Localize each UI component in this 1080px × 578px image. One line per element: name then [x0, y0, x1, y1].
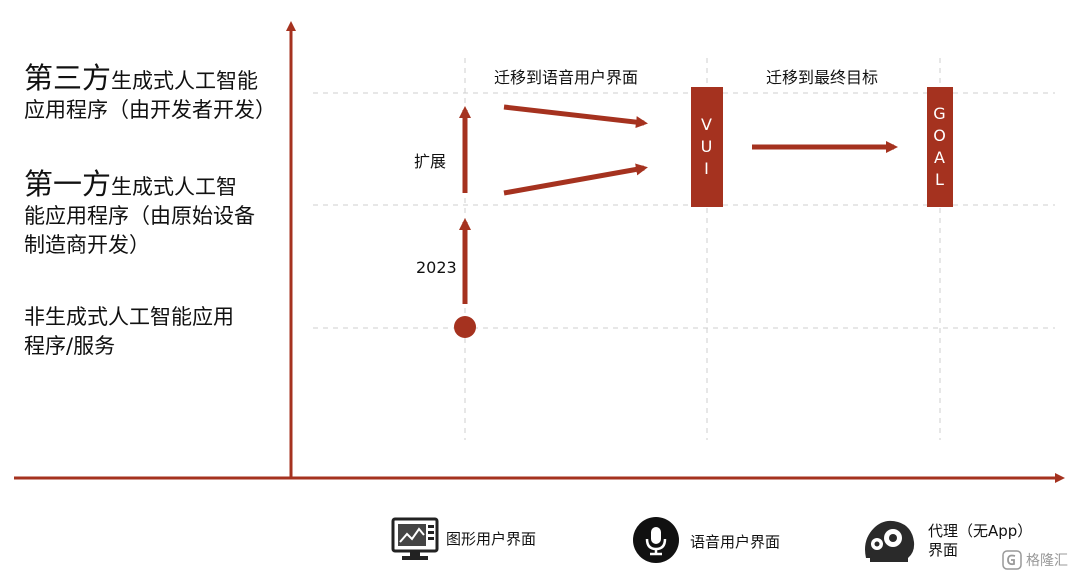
legend-gui-label: 图形用户界面 [446, 530, 537, 548]
annotation-migrate-goal: 迁移到最终目标 [766, 68, 879, 87]
legend-voice-label: 语音用户界面 [690, 533, 781, 551]
vui-letter: V [701, 115, 713, 134]
y-label-non-generative-line2: 程序/服务 [24, 334, 116, 358]
watermark-logo-icon [1002, 550, 1022, 570]
arrow-migrate-lower [503, 163, 648, 196]
legend-agent-line2: 界面 [928, 541, 959, 559]
vui-box: V U I [691, 87, 723, 207]
watermark: 格隆汇 [1002, 550, 1068, 570]
legend-agent-label: 代理（无App） 界面 [928, 522, 1032, 560]
annotation-migrate-voice: 迁移到语音用户界面 [494, 68, 639, 87]
watermark-text: 格隆汇 [1026, 553, 1068, 569]
y-label-first-party: 第一方生成式人工智 能应用程序（由原始设备 制造商开发） [24, 170, 286, 260]
y-label-non-generative: 非生成式人工智能应用 程序/服务 [24, 303, 286, 361]
goal-letter: O [933, 126, 947, 145]
y-label-third-party: 第三方生成式人工智能 应用程序（由开发者开发） [24, 64, 286, 125]
y-label-non-generative-line1: 非生成式人工智能应用 [24, 305, 234, 329]
goal-letter: G [933, 104, 947, 123]
gui-icon [390, 516, 440, 562]
goal-letter: L [935, 170, 945, 189]
annotation-expand: 扩展 [414, 152, 447, 171]
vui-letter: I [704, 159, 710, 178]
vui-letter: U [700, 137, 714, 156]
annotation-year: 2023 [416, 258, 457, 277]
y-label-third-party-big: 第三方 [24, 61, 112, 95]
y-label-third-party-line2: 应用程序（由开发者开发） [24, 98, 276, 122]
start-dot [454, 316, 476, 338]
microphone-icon [632, 516, 680, 564]
goal-letter: A [934, 148, 946, 167]
y-label-first-party-line3: 制造商开发） [24, 233, 150, 257]
y-label-third-party-rest: 生成式人工智能 [111, 69, 259, 93]
y-label-first-party-line2: 能应用程序（由原始设备 [24, 204, 255, 228]
legend-agent-line1: 代理（无App） [928, 522, 1033, 540]
y-label-first-party-big: 第一方 [24, 167, 112, 201]
y-label-first-party-rest: 生成式人工智 [111, 175, 238, 199]
agent-icon [860, 514, 920, 566]
arrow-migrate-upper [503, 104, 648, 129]
goal-box: G O A L [927, 87, 953, 207]
